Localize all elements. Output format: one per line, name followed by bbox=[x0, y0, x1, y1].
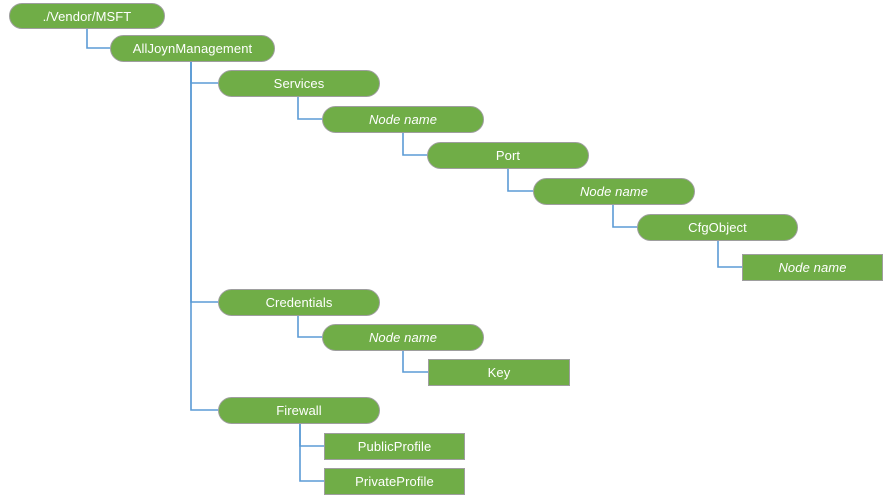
node-label-credentials-node-name: Node name bbox=[368, 330, 438, 345]
connector-credentials-to-node-name bbox=[297, 316, 322, 338]
node-key[interactable]: Key bbox=[428, 359, 570, 386]
node-label-vendor-msft: ./Vendor/MSFT bbox=[42, 8, 132, 24]
node-label-port: Port bbox=[495, 148, 521, 163]
connector-firewall-to-privateprofile bbox=[299, 424, 324, 482]
connector-vendor-to-alljoyn bbox=[86, 29, 110, 49]
node-publicprofile[interactable]: PublicProfile bbox=[324, 433, 465, 460]
node-label-credentials: Credentials bbox=[265, 295, 333, 310]
node-label-publicprofile: PublicProfile bbox=[357, 439, 432, 454]
node-label-cfgobject: CfgObject bbox=[688, 220, 747, 235]
node-services[interactable]: Services bbox=[218, 70, 380, 97]
node-firewall[interactable]: Firewall bbox=[218, 397, 380, 424]
node-label-cfgobject-node-name: Node name bbox=[778, 260, 847, 275]
connector-cfgobject-to-node-name bbox=[717, 241, 742, 268]
node-cfgobject-node-name[interactable]: Node name bbox=[742, 254, 883, 281]
node-privateprofile[interactable]: PrivateProfile bbox=[324, 468, 465, 495]
node-label-key: Key bbox=[487, 365, 511, 380]
connector-node-name-to-cfgobject bbox=[612, 205, 637, 228]
node-services-node-name[interactable]: Node name bbox=[322, 106, 484, 133]
connector-node-name-to-port bbox=[402, 133, 427, 156]
node-label-services-node-name: Node name bbox=[368, 112, 438, 127]
node-label-services: Services bbox=[273, 76, 325, 91]
node-port[interactable]: Port bbox=[427, 142, 589, 169]
node-vendor-msft[interactable]: ./Vendor/MSFT bbox=[9, 3, 165, 29]
connector-alljoyn-to-services bbox=[190, 62, 218, 84]
node-port-node-name[interactable]: Node name bbox=[533, 178, 695, 205]
node-label-privateprofile: PrivateProfile bbox=[355, 474, 434, 489]
node-credentials[interactable]: Credentials bbox=[218, 289, 380, 316]
connector-port-to-node-name bbox=[507, 169, 533, 192]
connector-services-to-node-name bbox=[297, 97, 322, 120]
node-label-alljoynmanagement: AllJoynManagement bbox=[132, 41, 253, 56]
node-alljoynmanagement[interactable]: AllJoynManagement bbox=[110, 35, 275, 62]
node-label-firewall: Firewall bbox=[276, 403, 322, 418]
connector-firewall-to-publicprofile bbox=[299, 424, 324, 447]
connector-alljoyn-to-firewall bbox=[190, 62, 218, 411]
node-credentials-node-name[interactable]: Node name bbox=[322, 324, 484, 351]
node-cfgobject[interactable]: CfgObject bbox=[637, 214, 798, 241]
connector-node-name-to-key bbox=[402, 351, 428, 373]
connector-alljoyn-to-credentials bbox=[190, 62, 218, 303]
node-label-port-node-name: Node name bbox=[579, 184, 649, 199]
